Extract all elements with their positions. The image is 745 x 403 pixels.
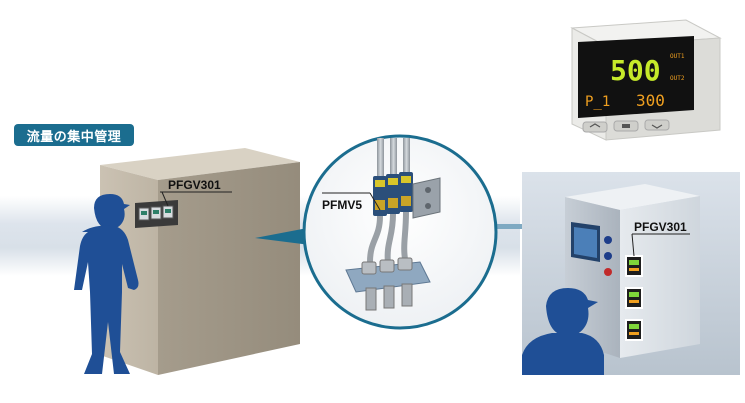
person-left	[74, 194, 139, 374]
display-out1-label: OUT1	[670, 53, 685, 60]
display-unit: 500 OUT1 OUT2 P_1 300	[570, 19, 722, 141]
zoom-circle	[302, 134, 498, 330]
label-pfgv301-right: PFGV301	[634, 220, 687, 234]
person-right	[522, 288, 604, 375]
zoom-pointer	[255, 226, 318, 246]
display-sub-label: P_1	[585, 94, 610, 110]
display-out2-label: OUT2	[670, 75, 685, 82]
section-title-badge: 流量の集中管理	[14, 124, 134, 146]
callout-line-left	[161, 191, 169, 207]
display-main-value: 500	[610, 54, 661, 87]
label-pfmv5: PFMV5	[322, 198, 363, 212]
display-sub-value: 300	[636, 91, 665, 110]
connector-line	[493, 224, 525, 229]
label-pfgv301-left: PFGV301	[168, 178, 221, 192]
right-panel	[522, 172, 740, 375]
